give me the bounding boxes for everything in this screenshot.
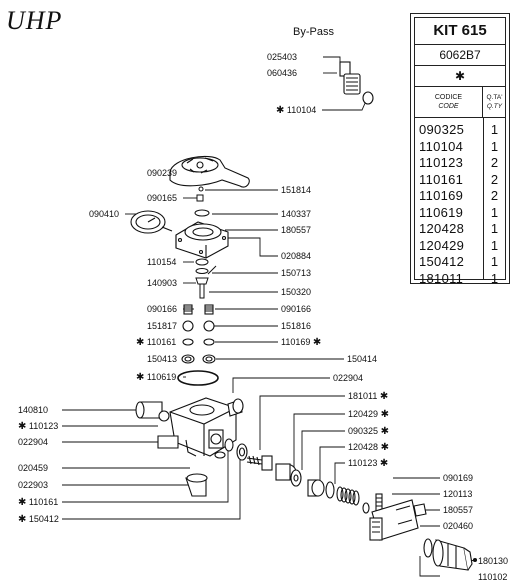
label-151817: 151817 <box>147 321 178 331</box>
kit-star-icon: ✱ <box>379 391 389 402</box>
column-header-qty: Q.TA' Q.TY <box>486 94 503 110</box>
label-120113: 120113 <box>443 489 473 499</box>
label-025403: 025403 <box>267 52 298 62</box>
label-110102: 110102 <box>478 572 508 582</box>
kit-title: KIT 615 <box>415 18 505 45</box>
label-060436: 060436 <box>267 68 298 78</box>
label-090165: 090165 <box>147 193 178 203</box>
label-090166-right: 090166 <box>281 304 312 314</box>
balls <box>182 320 215 346</box>
label-110154: 110154 <box>147 257 177 267</box>
valve-seats <box>181 354 216 364</box>
label-151814: 151814 <box>281 185 312 195</box>
label-120429: 120429 ✱ <box>348 409 389 420</box>
fittings <box>135 398 248 497</box>
kit-star-icon: ✱ <box>380 409 389 420</box>
label-090166-left: 090166 <box>147 304 178 314</box>
bypass-cartridge <box>339 61 374 105</box>
label-150713: 150713 <box>281 268 312 278</box>
pressure-gauge <box>130 210 173 234</box>
label-090169: 090169 <box>443 473 474 483</box>
kit-star-icon: ✱ <box>136 372 145 383</box>
label-180130: 180130 <box>478 556 509 566</box>
label-140903: 140903 <box>147 278 178 288</box>
kit-star-icon: ✱ <box>18 497 27 508</box>
brand-logo: UHP <box>6 6 63 35</box>
label-020460: 020460 <box>443 521 474 531</box>
bypass-title: By-Pass <box>293 26 334 38</box>
label-110161-top: ✱ 110161 <box>136 337 177 348</box>
label-150412: ✱ 150412 <box>18 514 59 525</box>
label-110123-right: 110123 ✱ <box>348 458 389 469</box>
kit-table: KIT 615 6062B7 ✱ CODICE CODE Q.TA' Q.TY … <box>410 13 510 287</box>
springs <box>183 304 214 315</box>
kit-star-icon: ✱ <box>18 514 27 525</box>
label-140810: 140810 <box>18 405 49 415</box>
label-151816: 151816 <box>281 321 312 331</box>
label-110169: 110169 ✱ <box>281 337 322 348</box>
kit-star-icon: ✱ <box>18 421 27 432</box>
kit-star-icon: ✱ <box>312 337 322 348</box>
kit-star-icon: ✱ <box>276 105 285 116</box>
kit-star-icon: ✱ <box>415 66 505 87</box>
label-110123-left: ✱ 110123 <box>18 421 59 432</box>
label-110161-bottom: ✱ 110161 <box>18 497 59 508</box>
piston <box>195 258 217 299</box>
label-090239: 090239 <box>147 168 178 178</box>
label-022903: 022903 <box>18 480 49 490</box>
label-020884: 020884 <box>281 251 312 261</box>
upper-housing <box>175 221 229 259</box>
label-090325: 090325 ✱ <box>348 426 389 437</box>
kit-star-icon: ✱ <box>380 426 389 437</box>
cover-lever <box>169 155 250 188</box>
label-150320: 150320 <box>281 287 312 297</box>
kit-table-header: CODICE CODE Q.TA' Q.TY <box>415 87 505 118</box>
kit-star-icon: ✱ <box>380 442 389 453</box>
kit-star-icon: ✱ <box>136 337 145 348</box>
kit-number: 6062B7 <box>415 45 505 66</box>
label-150413: 150413 <box>147 354 178 364</box>
leader-lines <box>62 56 476 577</box>
label-110619: ✱ 110619 <box>136 372 177 383</box>
table-divider <box>483 117 484 279</box>
label-140337: 140337 <box>281 209 312 219</box>
unloader-internals <box>246 455 383 514</box>
label-180557-bottom: 180557 <box>443 505 474 515</box>
kit-star-icon: ✱ <box>379 458 389 469</box>
label-150414: 150414 <box>347 354 378 364</box>
label-110104: ✱ 110104 <box>276 105 317 116</box>
column-header-code: CODICE CODE <box>415 87 483 117</box>
regulator-assembly <box>369 499 478 571</box>
label-020459: 020459 <box>18 463 49 473</box>
large-o-ring <box>177 370 219 386</box>
label-022904-right: 022904 <box>333 373 364 383</box>
label-090410: 090410 <box>89 209 120 219</box>
label-120428: 120428 ✱ <box>348 442 389 453</box>
label-181011: 181011 ✱ <box>348 391 389 402</box>
label-022904-left: 022904 <box>18 437 49 447</box>
label-180557-top: 180557 <box>281 225 312 235</box>
small-parts <box>194 186 210 217</box>
